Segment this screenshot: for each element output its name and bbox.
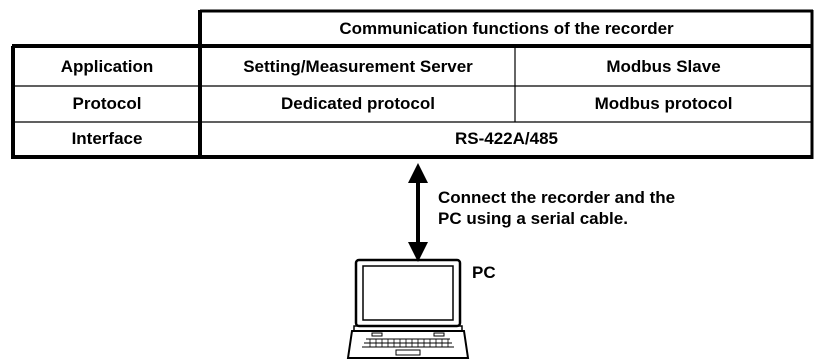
connection-arrow bbox=[408, 163, 428, 262]
row-label-protocol: Protocol bbox=[72, 94, 142, 113]
pc-label: PC bbox=[472, 263, 496, 282]
row-label-interface: Interface bbox=[71, 129, 143, 148]
cell-rs-422a-485: RS-422A/485 bbox=[454, 129, 558, 148]
connection-note: Connect the recorder and the PC using a … bbox=[438, 187, 675, 229]
table-header-title: Communication functions of the recorder bbox=[339, 18, 674, 38]
connection-note-line-1: Connect the recorder and the bbox=[438, 188, 676, 207]
cell-modbus-slave: Modbus Slave bbox=[606, 56, 721, 76]
cell-dedicated-protocol: Dedicated protocol bbox=[281, 94, 435, 113]
connection-note-line-2: PC using a serial cable. bbox=[438, 209, 628, 228]
row-label-application: Application bbox=[60, 56, 154, 76]
cell-setting-measurement-server: Setting/Measurement Server bbox=[243, 56, 473, 76]
laptop-icon bbox=[346, 258, 470, 359]
cell-modbus-protocol: Modbus protocol bbox=[594, 94, 733, 113]
